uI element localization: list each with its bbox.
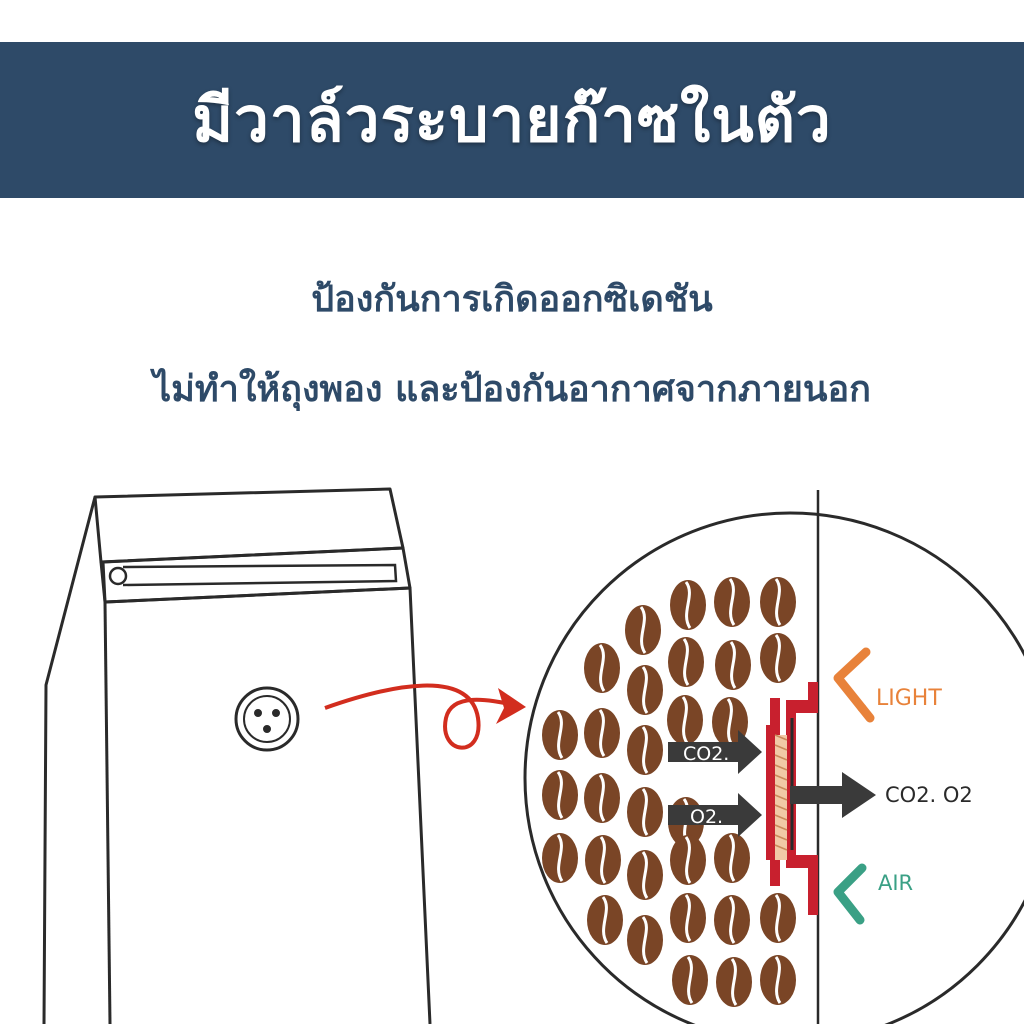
co2-in-label: CO2. bbox=[683, 743, 729, 765]
pointer-arrow-icon bbox=[324, 683, 526, 750]
light-arrow-icon bbox=[833, 647, 875, 723]
light-label: LIGHT bbox=[876, 686, 942, 711]
magnified-view: CO2. O2. bbox=[523, 490, 1024, 1024]
coffee-bag-icon bbox=[42, 487, 432, 1024]
co2-arrow: CO2. bbox=[668, 730, 762, 774]
out-label: CO2. O2 bbox=[885, 783, 973, 807]
title-banner: มีวาล์วระบายก๊าซในตัว bbox=[0, 42, 1024, 198]
valve-icon bbox=[234, 686, 300, 752]
subtitle-line-1: ป้องกันการเกิดออกซิเดชัน bbox=[311, 279, 713, 320]
page-title: มีวาล์วระบายก๊าซในตัว bbox=[192, 83, 832, 156]
subtitle-line-2: ไม่ทำให้ถุงพอง และป้องกันอากาศจากภายนอก bbox=[153, 369, 871, 410]
valve-section bbox=[766, 682, 818, 915]
coffee-bean-icon bbox=[540, 575, 798, 1009]
air-arrow-icon bbox=[833, 863, 867, 925]
o2-arrow: O2. bbox=[668, 793, 762, 837]
o2-in-label: O2. bbox=[690, 806, 723, 828]
air-label: AIR bbox=[878, 871, 913, 895]
out-arrow bbox=[790, 772, 876, 818]
zipper-icon bbox=[108, 563, 398, 587]
